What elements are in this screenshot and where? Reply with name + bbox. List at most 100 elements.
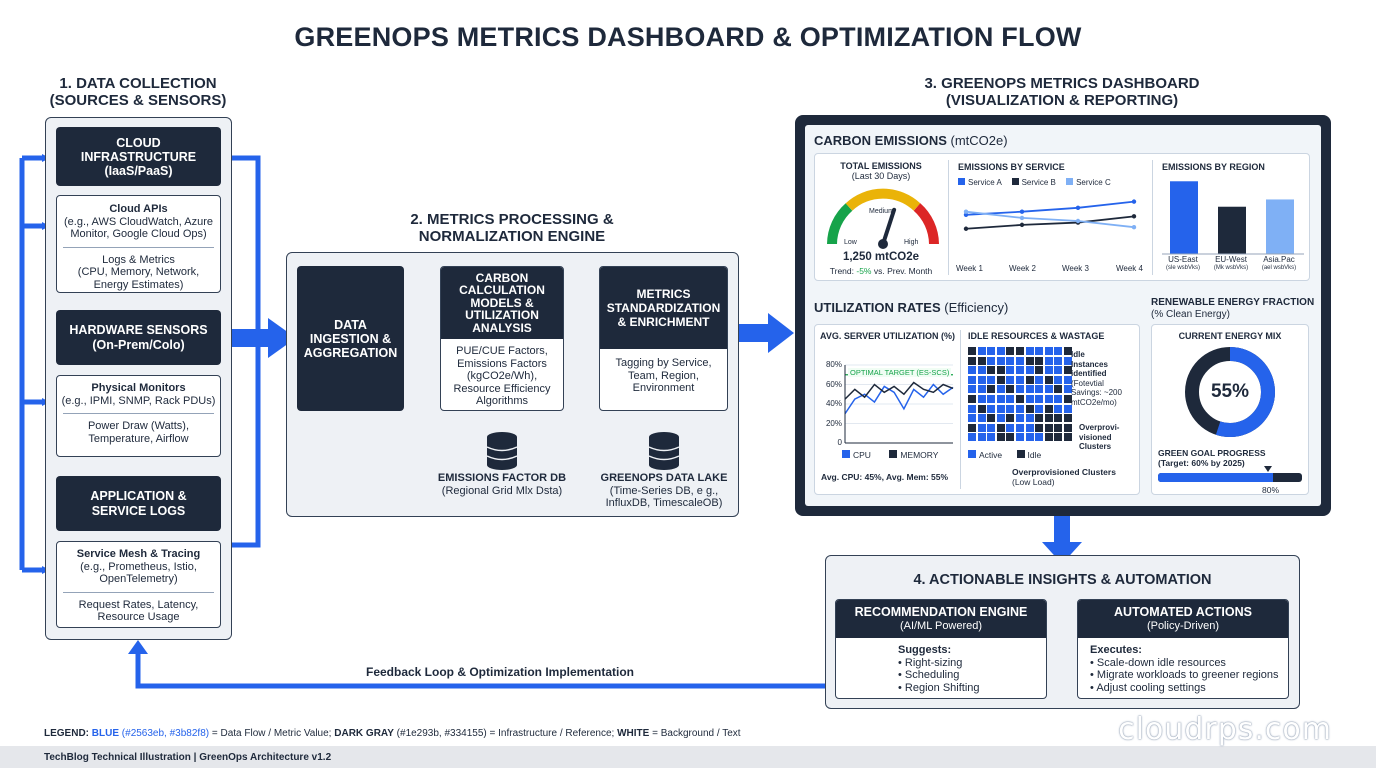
resource-cell (1035, 347, 1044, 355)
resource-cell (1064, 375, 1072, 384)
resource-cell (1044, 375, 1053, 384)
gauge-medium-label: Medium (869, 208, 894, 215)
list-item: • Scheduling (898, 669, 960, 681)
idle-legend: Active Idle (968, 450, 1041, 460)
resource-cell (977, 356, 986, 365)
resource-cell (987, 366, 996, 375)
resource-cell (1054, 366, 1063, 375)
resource-cell (1064, 395, 1072, 403)
resource-cell (1054, 375, 1063, 384)
greenops-data-lake[interactable]: GREENOPS DATA LAKE (Time-Series DB, e g.… (600, 472, 728, 509)
resource-cell (1025, 395, 1034, 403)
resource-cell (968, 385, 976, 394)
resource-cell (987, 395, 996, 403)
resource-cell (1006, 385, 1015, 394)
resource-cell (1064, 366, 1072, 375)
util-yticks: 80% 60% 40% 20% 0 (820, 360, 842, 458)
utilization-rates-title: UTILIZATION RATES (Efficiency) (814, 300, 1009, 315)
week-label: Week 3 (1062, 264, 1089, 273)
resource-cell (1054, 433, 1063, 442)
recommendation-engine-box[interactable]: RECOMMENDATION ENGINE (AI/ML Powered) Su… (835, 599, 1047, 699)
resource-cell (1035, 395, 1044, 403)
automated-actions-box[interactable]: AUTOMATED ACTIONS (Policy-Driven) Execut… (1077, 599, 1289, 699)
legend-swatch (1011, 178, 1019, 185)
resource-cell (968, 404, 976, 413)
resource-cell (977, 423, 986, 432)
resource-cell (1016, 347, 1024, 355)
resource-cell (968, 433, 976, 442)
resource-cell (1044, 395, 1053, 403)
resource-cell (1025, 423, 1034, 432)
resource-cell (1044, 347, 1053, 355)
resource-cell (968, 366, 976, 375)
database-icon (486, 432, 518, 470)
emissions-factor-db[interactable]: EMISSIONS FACTOR DB (Regional Grid Mlx D… (437, 472, 567, 497)
resource-cell (1035, 385, 1044, 394)
legend-swatch (1016, 450, 1025, 458)
resource-cell (1044, 423, 1053, 432)
automated-actions-header: AUTOMATED ACTIONS (Policy-Driven) (1078, 600, 1288, 638)
legend-swatch (889, 450, 898, 458)
series-line-3 (965, 210, 1135, 229)
physical-monitors-box[interactable]: Physical Monitors (e.g., IPMI, SNMP, Rac… (56, 375, 221, 457)
resource-cell (1064, 433, 1072, 442)
utilization-card (814, 324, 1140, 495)
resource-cell (977, 385, 986, 394)
cloud-apis-box[interactable]: Cloud APIs (e.g., AWS CloudWatch, Azure … (56, 195, 221, 293)
bar (1170, 181, 1198, 254)
list-item: • Scale-down idle resources (1090, 656, 1226, 669)
resource-cell (1016, 385, 1024, 394)
series-line-1 (965, 200, 1135, 216)
resource-cell (968, 414, 976, 423)
application-logs-box[interactable]: APPLICATION & SERVICE LOGS (56, 476, 221, 531)
legend-swatch (1066, 178, 1074, 185)
data-ingestion-box[interactable]: DATA INGESTION & AGGREGATION (297, 266, 404, 411)
resource-cell (996, 356, 1005, 365)
resource-cell (1035, 404, 1044, 413)
resource-cell (1054, 385, 1063, 394)
idle-footer: Overprovisioned Clusters (Low Load) (1012, 467, 1116, 487)
resource-cell (1064, 404, 1072, 413)
resource-cell (1016, 404, 1024, 413)
carbon-calculation-box[interactable]: CARBON CALCULATION MODELS & UTILIZATION … (440, 266, 564, 411)
cloud-infrastructure-box[interactable]: CLOUD INFRASTRUCTURE (IaaS/PaaS) (56, 127, 221, 186)
overprovisioned-annotation: Overprovi- visioned Clusters (1079, 423, 1120, 451)
resource-cell (1006, 356, 1015, 365)
gauge-low-label: Low (844, 239, 857, 246)
resource-cell (1006, 366, 1015, 375)
optimal-target-label: OPTIMAL TARGET (ES-SCS) (848, 368, 952, 377)
hardware-sensors-box[interactable]: HARDWARE SENSORS (On-Prem/Colo) (56, 310, 221, 365)
resource-cell (1006, 433, 1015, 442)
green-goal-progress-fill (1158, 473, 1274, 482)
resource-cell (968, 356, 976, 365)
data-point (1019, 215, 1025, 221)
resource-cell (1016, 433, 1024, 442)
resource-cell (1044, 356, 1053, 365)
bar (1218, 206, 1246, 254)
resource-cell (1025, 375, 1034, 384)
resource-cell (1025, 347, 1034, 355)
recommendation-engine-header: RECOMMENDATION ENGINE (AI/ML Powered) (836, 600, 1046, 638)
emissions-by-region-title: EMISSIONS BY REGION (1162, 162, 1265, 172)
data-point (1075, 205, 1081, 211)
data-point (1131, 199, 1137, 204)
footer-text: TechBlog Technical Illustration | GreenO… (44, 752, 332, 763)
resource-cell (1006, 404, 1015, 413)
resource-cell (996, 375, 1005, 384)
avg-utilization-title: AVG. SERVER UTILIZATION (%) (820, 331, 956, 341)
resource-cell (1035, 366, 1044, 375)
service-mesh-box[interactable]: Service Mesh & Tracing (e.g., Prometheus… (56, 541, 221, 628)
resource-cell (1064, 347, 1072, 355)
total-emissions-trend: Trend: -5% vs. Prev. Month (829, 266, 933, 276)
emissions-by-region-chart (1162, 181, 1304, 255)
data-point (1131, 214, 1137, 219)
data-point (1019, 222, 1025, 228)
emissions-by-service-title: EMISSIONS BY SERVICE (958, 162, 1065, 172)
total-emissions-widget[interactable]: TOTAL EMISSIONS (Last 30 Days) (840, 161, 922, 181)
data-point (963, 226, 969, 231)
resource-cell (987, 433, 996, 442)
series-line-memory (844, 381, 954, 400)
metrics-standardization-box[interactable]: METRICS STANDARDIZATION & ENRICHMENT Tag… (599, 266, 728, 411)
legend-swatch (968, 450, 976, 458)
resource-cell (977, 347, 986, 355)
